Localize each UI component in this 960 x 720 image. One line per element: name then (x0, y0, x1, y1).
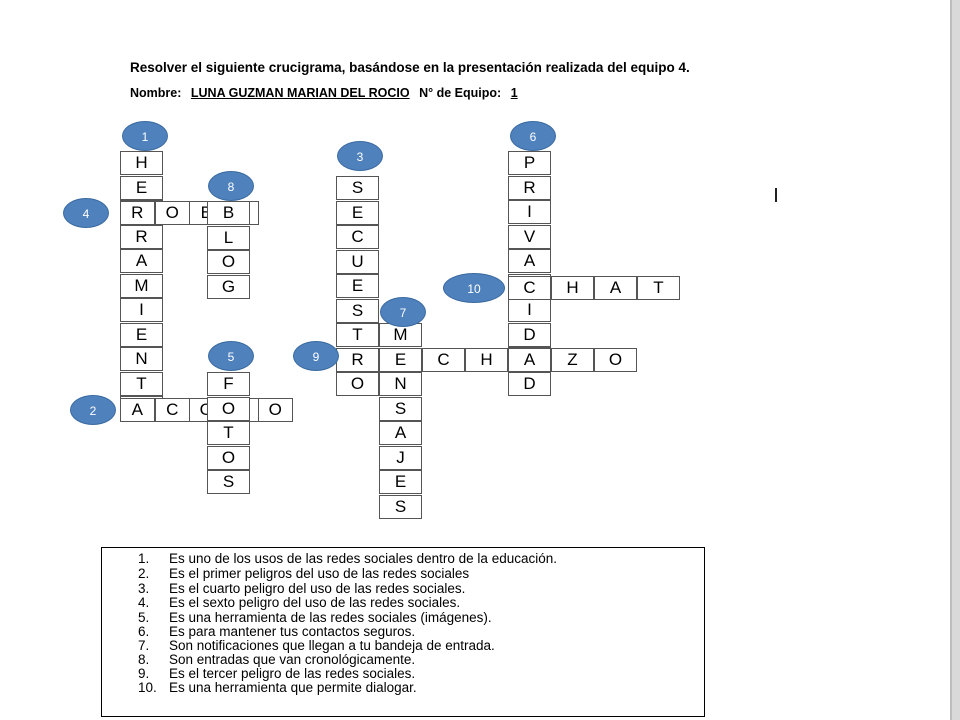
crossword-cell: C (422, 348, 465, 372)
crossword-cell: C (336, 225, 379, 249)
crossword-cell: O (258, 398, 293, 422)
crossword-cell: A (120, 398, 155, 422)
clue-item: 10.Es una herramienta que permite dialog… (138, 680, 417, 695)
crossword-cell: B (207, 201, 250, 225)
name-label: Nombre: (130, 86, 182, 100)
clue-item: 8.Son entradas que van cronológicamente. (138, 652, 416, 667)
crossword-cell: P (508, 151, 551, 175)
crossword-cell: M (120, 274, 163, 298)
clue-item: 2.Es el primer peligros del uso de las r… (138, 566, 470, 581)
clues-box: 1.Es uno de los usos de las redes social… (101, 547, 705, 717)
crossword-cell: A (120, 249, 163, 273)
clue-number-badge: 5 (208, 341, 254, 371)
crossword-cell: A (379, 421, 422, 445)
crossword-cell: E (120, 176, 163, 200)
crossword-cell: D (508, 323, 551, 347)
crossword-cell: E (336, 201, 379, 225)
crossword-cell: A (508, 249, 551, 273)
crossword-cell: D (508, 372, 551, 396)
crossword-cell: C (508, 276, 551, 300)
crossword-cell: M (379, 323, 422, 347)
crossword-cell: H (465, 348, 508, 372)
name-row: Nombre: LUNA GUZMAN MARIAN DEL ROCIO N° … (130, 86, 524, 100)
page-edge (952, 0, 960, 720)
crossword-cell: O (594, 348, 637, 372)
clue-item: 1.Es uno de los usos de las redes social… (138, 551, 557, 566)
crossword-cell: J (379, 446, 422, 470)
clue-number-badge: 2 (70, 395, 116, 425)
crossword-cell: C (155, 398, 190, 422)
crossword-cell: O (207, 397, 250, 421)
clue-number-badge: 3 (337, 141, 383, 171)
clue-item: 4.Es el sexto peligro del uso de las red… (138, 595, 461, 610)
crossword-cell: S (379, 397, 422, 421)
crossword-cell: R (120, 201, 155, 225)
crossword-cell: I (508, 298, 551, 322)
clue-number-badge: 4 (63, 198, 109, 228)
crossword-cell: R (120, 225, 163, 249)
crossword-cell: E (120, 323, 163, 347)
crossword-cell: T (336, 323, 379, 347)
crossword-cell: N (120, 347, 163, 371)
clue-item: 6.Es para mantener tus contactos seguros… (138, 624, 416, 639)
crossword-cell: E (336, 274, 379, 298)
crossword-cell: O (336, 372, 379, 396)
crossword-cell: N (379, 372, 422, 396)
page-edge-shadow (950, 0, 952, 720)
crossword-cell: S (207, 470, 250, 494)
crossword-cell: T (637, 276, 680, 300)
crossword-cell: A (508, 348, 551, 372)
clue-number-badge: 10 (443, 273, 505, 303)
crossword-cell: R (336, 348, 379, 372)
crossword-cell: R (508, 176, 551, 200)
crossword-cell: I (120, 298, 163, 322)
crossword-cell: S (379, 495, 422, 519)
clue-number-badge: 1 (122, 121, 168, 151)
crossword-cell: H (120, 151, 163, 175)
crossword-cell: L (207, 226, 250, 250)
crossword-cell: H (551, 276, 594, 300)
clue-item: 5.Es una herramienta de las redes social… (138, 610, 492, 625)
clue-item: 7.Son notificaciones que llegan a tu ban… (138, 638, 495, 653)
team-value: 1 (510, 86, 518, 100)
crossword-cell: S (336, 299, 379, 323)
crossword-cell: E (379, 348, 422, 372)
team-label: N° de Equipo: (419, 86, 502, 100)
crossword-cell: V (508, 225, 551, 249)
name-value: LUNA GUZMAN MARIAN DEL ROCIO (190, 86, 410, 100)
crossword-cell: O (207, 446, 250, 470)
crossword-cell: G (207, 275, 250, 299)
clue-number-badge: 6 (510, 121, 556, 151)
crossword-cell: A (594, 276, 637, 300)
clue-item: 3.Es el cuarto peligro del uso de las re… (138, 581, 466, 596)
text-cursor (775, 188, 777, 202)
crossword-cell: Z (551, 348, 594, 372)
instructions-title: Resolver el siguiente crucigrama, basánd… (130, 60, 690, 75)
crossword-cell: O (207, 250, 250, 274)
crossword-cell: O (155, 201, 190, 225)
crossword-cell: F (207, 372, 250, 396)
clue-item: 9.Es el tercer peligro de las redes soci… (138, 666, 416, 681)
crossword-cell: U (336, 250, 379, 274)
crossword-cell: T (120, 372, 163, 396)
crossword-cell: S (336, 176, 379, 200)
crossword-cell: T (207, 421, 250, 445)
crossword-cell: I (508, 200, 551, 224)
clue-number-badge: 8 (208, 171, 254, 201)
clue-number-badge: 9 (293, 341, 339, 371)
clue-number-badge: 7 (380, 297, 426, 327)
crossword-cell: E (379, 470, 422, 494)
